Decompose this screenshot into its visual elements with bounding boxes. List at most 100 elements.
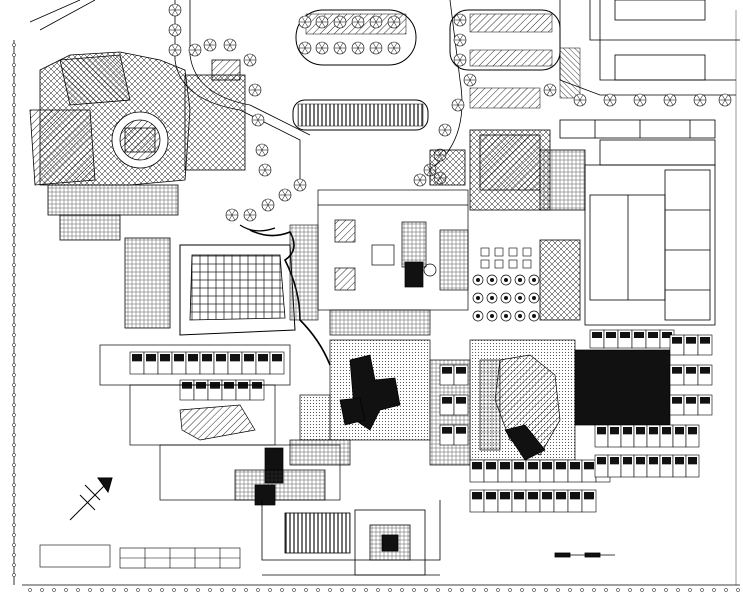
axis-tick: [12, 43, 16, 47]
axis-tick: [12, 333, 16, 337]
axis-tick: [12, 63, 16, 67]
room-bed: [686, 337, 696, 344]
room-bed: [500, 492, 510, 500]
axis-tick: [352, 588, 356, 592]
room-bed: [592, 332, 602, 338]
axis-tick: [736, 588, 740, 592]
room-bed: [662, 457, 671, 465]
tree-icon: [203, 38, 217, 52]
table-icon: [514, 292, 526, 304]
east-courtyard: [469, 339, 671, 461]
axis-tick: [12, 223, 16, 227]
room-bed: [675, 457, 684, 465]
axis-tick: [12, 463, 16, 467]
central-courtyard: [179, 224, 331, 366]
axis-tick: [12, 183, 16, 187]
tree-icon: [333, 15, 347, 29]
axis-tick: [724, 588, 728, 592]
room-bed: [216, 354, 226, 362]
axis-tick: [12, 513, 16, 517]
axis-tick: [12, 103, 16, 107]
room-bed: [442, 427, 452, 434]
tree-icon: [573, 93, 587, 107]
room-bed: [472, 492, 482, 500]
tree-icon: [293, 178, 307, 192]
title-block-table: [39, 544, 241, 569]
axis-tick: [172, 588, 176, 592]
axis-tick: [340, 588, 344, 592]
axis-tick: [136, 588, 140, 592]
axis-tick: [12, 443, 16, 447]
room-bed: [258, 354, 268, 362]
axis-tick: [12, 113, 16, 117]
room-bed: [597, 457, 606, 465]
axis-tick: [544, 588, 548, 592]
tree-icon: [315, 41, 329, 55]
room-bed: [456, 427, 466, 434]
tree-icon: [248, 83, 262, 97]
axis-tick: [208, 588, 212, 592]
room-bed: [636, 427, 645, 435]
axis-tick: [88, 588, 92, 592]
axis-tick: [424, 588, 428, 592]
room-bed: [672, 367, 682, 374]
axis-tick: [12, 323, 16, 327]
north-arrow-icon: [69, 477, 113, 521]
axis-tick: [12, 523, 16, 527]
axis-tick: [688, 588, 692, 592]
axis-tick: [12, 403, 16, 407]
table-icon: [522, 247, 532, 257]
axis-tick: [52, 588, 56, 592]
axis-tick: [12, 283, 16, 287]
axis-tick: [460, 588, 464, 592]
axis-tick: [12, 353, 16, 357]
room-bed: [623, 427, 632, 435]
tree-icon: [453, 13, 467, 27]
tree-icon: [168, 3, 182, 17]
tree-icon: [261, 198, 275, 212]
axis-tick: [184, 588, 188, 592]
axis-tick: [292, 588, 296, 592]
central-lobby: [317, 189, 469, 336]
axis-tick: [616, 588, 620, 592]
room-bed: [272, 354, 282, 362]
axis-tick: [12, 423, 16, 427]
table-icon: [514, 310, 526, 322]
axis-tick: [580, 588, 584, 592]
tree-icon: [718, 93, 732, 107]
room-bed: [610, 427, 619, 435]
tree-icon: [693, 93, 707, 107]
table-icon: [486, 292, 498, 304]
room-bed: [188, 354, 198, 362]
axis-tick: [568, 588, 572, 592]
axis-tick: [12, 383, 16, 387]
axis-tick: [268, 588, 272, 592]
axis-tick: [12, 193, 16, 197]
axis-tick: [64, 588, 68, 592]
axis-tick: [12, 363, 16, 367]
axis-tick: [436, 588, 440, 592]
room-bed: [634, 332, 644, 338]
room-bed: [442, 397, 452, 404]
axis-tick: [76, 588, 80, 592]
axis-tick: [12, 53, 16, 57]
table-icon: [500, 310, 512, 322]
axis-tick: [12, 293, 16, 297]
table-icon: [494, 259, 504, 269]
room-bed: [244, 354, 254, 362]
tree-icon: [369, 41, 383, 55]
tree-icon: [168, 23, 182, 37]
axis-tick: [244, 588, 248, 592]
axis-tick: [12, 303, 16, 307]
table-icon: [522, 259, 532, 269]
room-bed: [672, 337, 682, 344]
room-bed: [649, 457, 658, 465]
axis-tick: [12, 143, 16, 147]
axis-tick: [12, 173, 16, 177]
table-icon: [514, 274, 526, 286]
tree-icon: [453, 53, 467, 67]
axis-tick: [12, 133, 16, 137]
axis-tick: [12, 563, 16, 567]
tree-icon: [387, 41, 401, 55]
